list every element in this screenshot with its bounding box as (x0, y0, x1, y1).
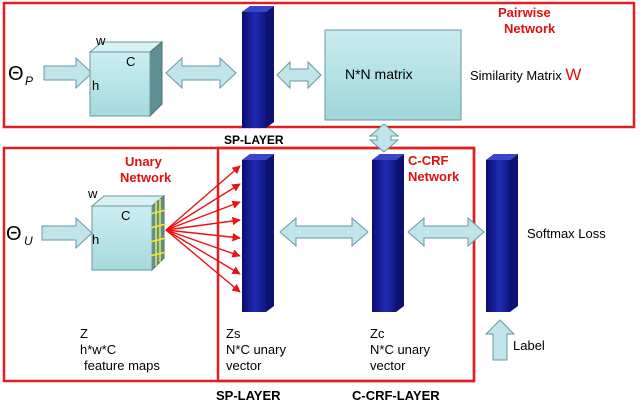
pairwise-cube-h: h (92, 78, 99, 93)
fan-arrow-6 (165, 229, 241, 258)
ccrf-network-frame (216, 146, 476, 383)
z-label: Z (80, 326, 88, 341)
ccrf-network-title-2: Network (408, 169, 460, 184)
unary-cube-w: w (87, 186, 98, 201)
cube-to-sp-double-arrow (165, 56, 237, 90)
theta-p-symbol: Θ (8, 63, 24, 85)
theta-u-subscript: U (24, 234, 33, 248)
fan-arrow-7 (165, 229, 241, 275)
pairwise-cube-w: w (95, 33, 106, 48)
fan-arrow-5 (165, 229, 241, 242)
z-feature-maps-label: feature maps (84, 358, 160, 373)
unary-cube-c: C (121, 208, 130, 223)
zs-dims-label: N*C unary (226, 342, 286, 357)
sp-layer-bottom-label: SP-LAYER (216, 388, 281, 403)
sp-layer-top-bar (242, 6, 274, 128)
zs-label: Zs (226, 326, 241, 341)
theta-p-subscript: P (25, 74, 33, 88)
label-up-arrow (484, 319, 516, 361)
pairwise-input-arrow (43, 56, 93, 90)
unary-input-arrow (41, 216, 93, 250)
fan-arrow-4 (165, 216, 241, 231)
pairwise-feature-cube (88, 40, 164, 118)
pairwise-cube-c: C (126, 54, 135, 69)
ccrf-layer-bar (372, 154, 404, 312)
theta-u-symbol: Θ (6, 223, 22, 245)
nn-matrix-box (324, 29, 462, 121)
ccrf-layer-label: C-CRF-LAYER (352, 388, 440, 403)
similarity-symbol-w: W (565, 65, 581, 84)
matrix-to-ccrf-vertical-arrow (368, 123, 400, 153)
unary-cube-h: h (92, 232, 99, 247)
unary-feature-cube (90, 194, 166, 272)
zs-vector-label: vector (226, 358, 262, 373)
fan-arrow-2 (165, 183, 241, 231)
zc-label: Zc (370, 326, 385, 341)
pairwise-network-frame (2, 1, 636, 129)
fan-arrows (165, 165, 241, 293)
feature-map-grid (149, 199, 167, 266)
unary-network-title-1: Unary (125, 154, 163, 169)
zc-vector-label: vector (370, 358, 406, 373)
softmax-loss-label: Softmax Loss (527, 226, 606, 241)
z-dims-label: h*w*C (80, 342, 116, 357)
softmax-layer-bar (486, 154, 518, 312)
fan-arrow-8 (165, 229, 241, 293)
sp-to-matrix-double-arrow (276, 60, 322, 90)
label-text: Label (513, 338, 545, 353)
similarity-matrix-label: Similarity Matrix W (470, 65, 581, 84)
zc-dims-label: N*C unary (370, 342, 430, 357)
nn-matrix-label: N*N matrix (345, 66, 413, 82)
pairwise-network-title-2: Network (504, 21, 556, 36)
unary-network-title-2: Network (120, 170, 172, 185)
fan-arrow-1 (165, 165, 241, 231)
sp-to-ccrf-double-arrow (279, 216, 369, 248)
fan-arrow-3 (165, 200, 241, 231)
sp-layer-top-label: SP-LAYER (224, 133, 284, 147)
ccrf-network-title-1: C-CRF (408, 153, 448, 168)
pairwise-network-title-1: Pairwise (498, 5, 551, 20)
sp-layer-bottom-bar (242, 154, 274, 312)
ccrf-to-softmax-double-arrow (407, 216, 485, 248)
